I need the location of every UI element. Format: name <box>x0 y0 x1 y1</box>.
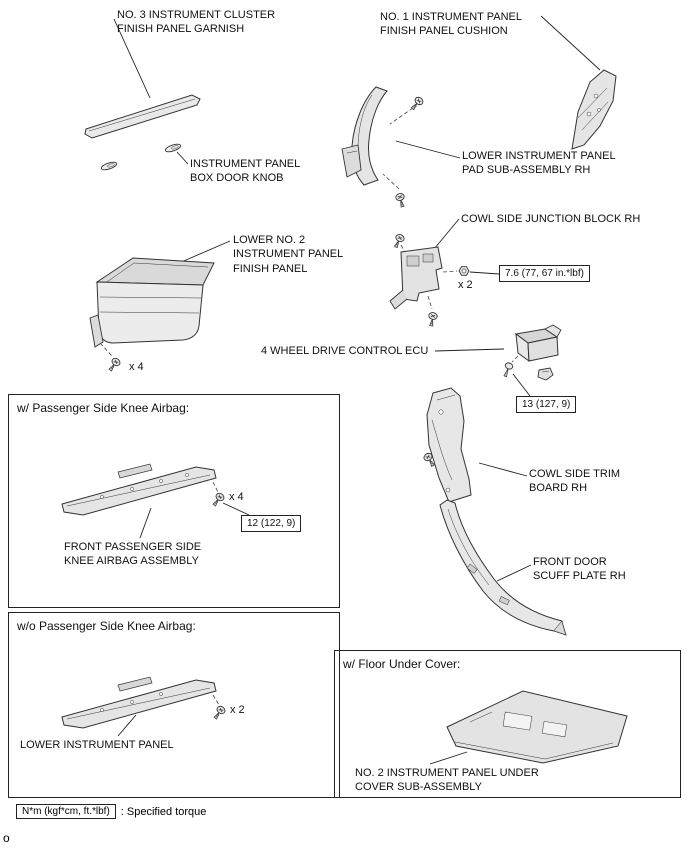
knee-airbag-drawing <box>61 463 226 516</box>
qty-knee-airbag-fasteners: x 4 <box>229 491 244 503</box>
page-footer-char: o <box>3 831 10 845</box>
callout-lower-instrument-panel: LOWER INSTRUMENT PANEL <box>20 739 174 751</box>
callout-lower-no2-panel: LOWER NO. 2 INSTRUMENT PANEL FINISH PANE… <box>233 234 344 275</box>
torque-legend: N*m (kgf*cm, ft.*lbf) : Specified torque <box>16 804 206 819</box>
callout-cowl-junction-block: COWL SIDE JUNCTION BLOCK RH <box>461 213 641 225</box>
cowl-trim-drawing <box>422 387 472 503</box>
callout-no1-panel-cushion: NO. 1 INSTRUMENT PANEL FINISH PANEL CUSH… <box>380 11 523 38</box>
torque-spec-knee-airbag: 12 (122, 9) <box>241 515 302 532</box>
section-title-with-floor-cover: w/ Floor Under Cover: <box>343 657 461 671</box>
qty-glovebox-fasteners: x 4 <box>129 361 144 373</box>
section-title-without-knee-airbag: w/o Passenger Side Knee Airbag: <box>17 619 196 633</box>
garnish-drawing <box>84 94 201 139</box>
callout-knee-airbag-assembly: FRONT PASSENGER SIDE KNEE AIRBAG ASSEMBL… <box>64 541 202 568</box>
qty-lower-panel-fasteners: x 2 <box>230 704 245 716</box>
callout-4wd-ecu: 4 WHEEL DRIVE CONTROL ECU <box>261 345 429 357</box>
callout-under-cover: NO. 2 INSTRUMENT PANEL UNDER COVER SUB-A… <box>355 767 539 794</box>
callout-box-door-knob: INSTRUMENT PANEL BOX DOOR KNOB <box>190 158 301 185</box>
callout-lower-pad-rh: LOWER INSTRUMENT PANEL PAD SUB-ASSEMBLY … <box>462 150 616 177</box>
callout-door-scuff-plate: FRONT DOOR SCUFF PLATE RH <box>533 556 626 583</box>
callout-no3-cluster-garnish: NO. 3 INSTRUMENT CLUSTER FINISH PANEL GA… <box>117 9 276 36</box>
section-without-knee-airbag: w/o Passenger Side Knee Airbag: <box>8 612 340 798</box>
section-title-with-knee-airbag: w/ Passenger Side Knee Airbag: <box>17 401 190 415</box>
torque-legend-unit-box: N*m (kgf*cm, ft.*lbf) <box>16 804 116 819</box>
leader-lines <box>113 15 601 765</box>
torque-legend-meaning: : Specified torque <box>120 805 207 818</box>
torque-spec-junction-block: 7.6 (77, 67 in.*lbf) <box>499 265 590 282</box>
section-with-floor-cover: w/ Floor Under Cover: <box>334 650 681 798</box>
torque-spec-ecu: 13 (127, 9) <box>516 396 577 413</box>
junction-block-drawing <box>389 232 470 328</box>
ecu-drawing <box>501 324 562 381</box>
cushion-drawing <box>571 69 617 150</box>
lower-pad-drawing <box>341 86 425 209</box>
scuff-plate-drawing <box>439 499 567 636</box>
box-door-knob-drawing <box>100 143 182 171</box>
under-cover-drawing <box>446 690 628 764</box>
lower-panel-drawing <box>61 676 227 729</box>
qty-junction-block-fasteners: x 2 <box>458 279 473 291</box>
callout-cowl-trim-board: COWL SIDE TRIM BOARD RH <box>529 468 621 495</box>
glovebox-drawing <box>89 257 215 374</box>
section-with-knee-airbag: w/ Passenger Side Knee Airbag: <box>8 394 340 608</box>
